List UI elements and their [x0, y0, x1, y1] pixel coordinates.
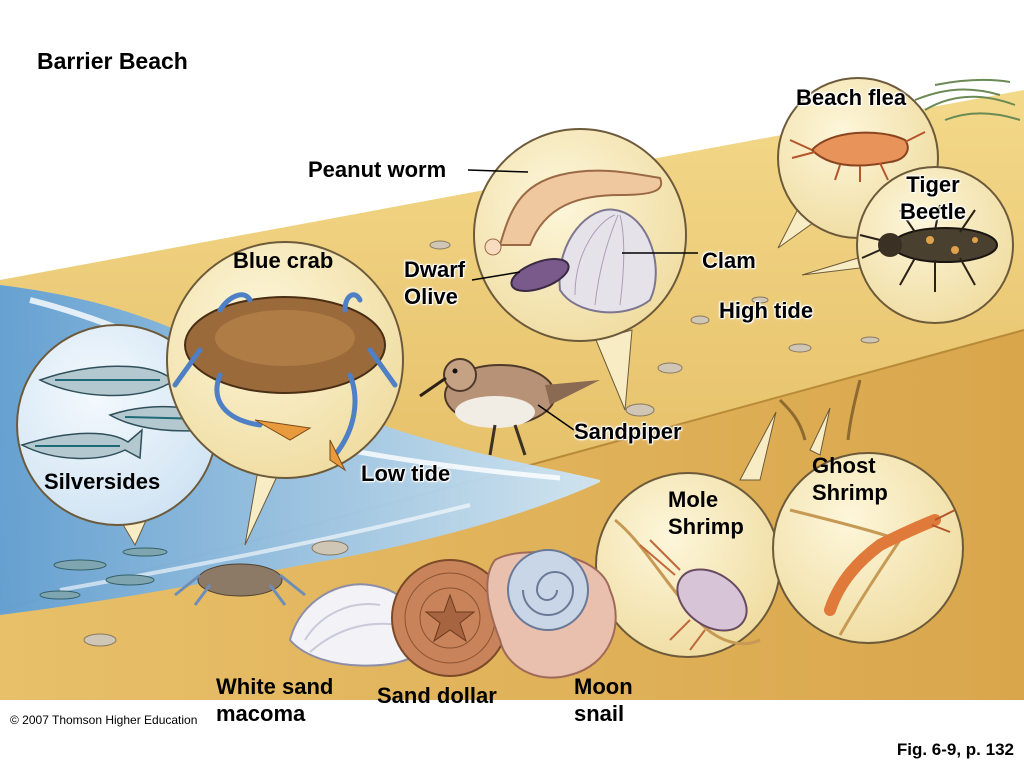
moon-snail — [486, 549, 617, 679]
burrows — [778, 379, 862, 441]
page-title: Barrier Beach — [37, 48, 188, 74]
label-white-sand-macoma: White sand macoma — [216, 674, 334, 726]
label-blue-crab: Blue crab — [233, 248, 334, 273]
copyright-notice: © 2007 Thomson Higher Education — [10, 713, 198, 727]
label-sand-dollar: Sand dollar — [377, 683, 497, 708]
label-sandpiper: Sandpiper — [574, 419, 682, 444]
ghost-shrimp-bubble — [772, 452, 964, 644]
peanut-worm-clam-bubble — [473, 128, 687, 342]
leader-lines — [467, 169, 698, 431]
label-low-tide: Low tide — [361, 461, 451, 486]
label-silversides: Silversides — [44, 469, 161, 494]
figure-reference: Fig. 6-9, p. 132 — [896, 740, 1014, 759]
tiger-beetle-bubble — [856, 166, 1014, 324]
label-tiger-beetle: Tiger Beetle — [899, 172, 967, 224]
label-moon-snail: Moon snail — [574, 674, 633, 726]
shallow-crab — [174, 563, 306, 606]
label-high-tide: High tide — [719, 298, 814, 323]
shallow-fish — [39, 547, 168, 600]
label-ghost-shrimp: Ghost Shrimp — [812, 453, 888, 505]
label-mole-shrimp: Mole Shrimp — [668, 487, 744, 539]
label-dwarf-olive: Dwarf Olive — [404, 257, 466, 309]
surface-shells — [83, 240, 880, 647]
sandpiper — [419, 358, 600, 456]
label-peanut-worm: Peanut worm — [308, 157, 447, 182]
blue-crab-bubble — [166, 241, 404, 479]
label-beach-flea: Beach flea — [796, 85, 907, 110]
label-clam: Clam — [702, 248, 756, 273]
mole-shrimp-bubble — [595, 472, 781, 658]
dune-grass — [914, 78, 1021, 121]
